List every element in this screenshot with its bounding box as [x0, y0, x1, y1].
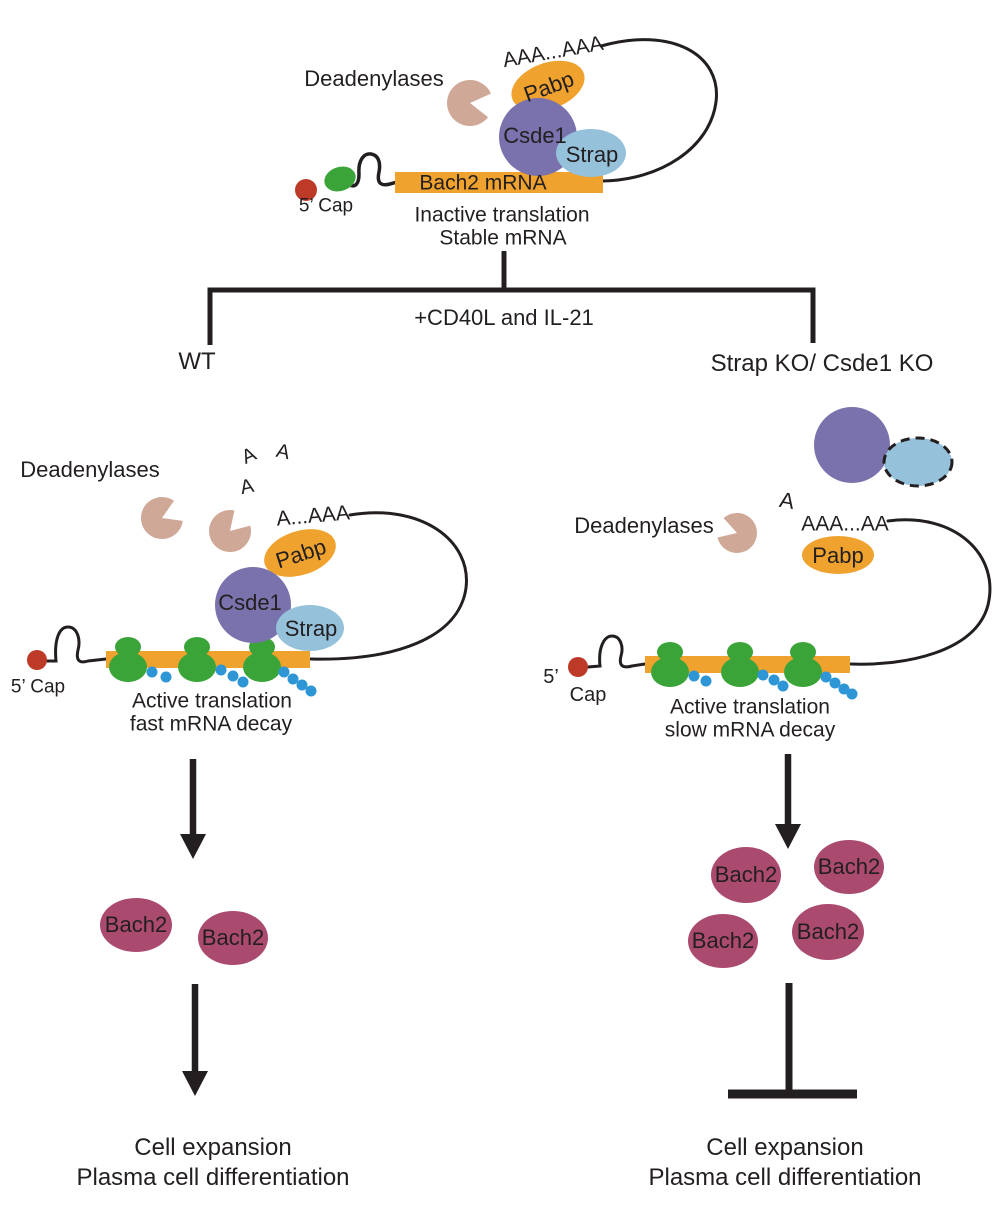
hairpin-loop-icon-ko: [586, 634, 647, 669]
inhibition-tbar: [728, 983, 857, 1099]
down-arrow-wt-2: [182, 984, 208, 1096]
bach2-protein-shape: [100, 898, 172, 952]
down-arrow-wt-1: [180, 759, 206, 859]
five-prime-cap-label-wt: 5’ Cap: [10, 676, 66, 698]
deadenylases-label-wt: Deadenylases: [20, 457, 160, 482]
pabp-shape-top: [511, 60, 585, 112]
bach2-protein-label: Bach2: [691, 928, 755, 953]
stimulus-label: +CD40L and IL-21: [414, 305, 594, 330]
csde1-ko-free-shape: [814, 407, 890, 483]
csde1-shape-wt: [215, 567, 291, 643]
five-prime-cap-icon-ko: [568, 657, 588, 677]
strap-label-top: Strap: [565, 142, 619, 167]
top-caption-line2: Stable mRNA: [439, 226, 567, 250]
branch-connector-lines: [207, 251, 816, 345]
bach2-protein-shape: [688, 914, 758, 968]
pabp-label-ko: Pabp: [812, 543, 864, 568]
pabp-shape-wt: [264, 529, 336, 577]
bach2-protein-shape: [198, 911, 268, 965]
bach2-protein-label: Bach2: [796, 919, 860, 944]
cap-binding-protein-icon: [324, 166, 356, 192]
bach2-protein-shape: [711, 847, 781, 903]
bach2-protein-label: Bach2: [714, 862, 778, 887]
hairpin-loop-icon: [345, 152, 399, 188]
ko-caption-line1: Active translation: [670, 695, 830, 719]
top-caption-line1: Inactive translation: [414, 203, 590, 227]
five-prime-cap-icon: [295, 179, 317, 201]
deadenylase-pacman-icon-wt-2: [209, 510, 252, 553]
ko-outcome-line1: Cell expansion: [706, 1134, 864, 1161]
bach2-protein-label: Bach2: [201, 925, 265, 950]
wt-outcome-line1: Cell expansion: [134, 1134, 292, 1161]
deadenylase-pacman-icon-wt-1: [140, 497, 183, 540]
pabp-shape-ko: [802, 536, 874, 574]
bach2-protein-shape: [792, 904, 864, 960]
wt-caption-line1: Active translation: [132, 689, 292, 713]
ko-branch-label: Strap KO/ Csde1 KO: [710, 350, 934, 377]
wt-branch-label: WT: [178, 348, 216, 375]
mrna-3utr-loop-ko: [849, 518, 992, 666]
five-prime-label-ko: 5’: [543, 666, 559, 688]
ko-caption-line2: slow mRNA decay: [664, 718, 836, 742]
csde1-label-wt: Csde1: [218, 590, 282, 615]
nascent-peptide-dots-ko: [688, 669, 858, 700]
deadenylases-label-top: Deadenylases: [304, 66, 444, 91]
deadenylase-pacman-icon-ko: [717, 512, 757, 553]
hairpin-loop-icon-wt: [45, 625, 108, 664]
deadenylase-pacman-icon: [447, 79, 491, 126]
down-arrow-ko: [775, 754, 801, 849]
bach2-protein-shape: [814, 840, 884, 894]
five-prime-cap-label-top: 5’ Cap: [298, 195, 354, 217]
mrna-3utr-loop-top: [599, 38, 718, 183]
cap-word-label-ko: Cap: [569, 684, 607, 706]
deadenylases-label-ko: Deadenylases: [574, 513, 714, 538]
strap-ko-dashed-shape: [882, 436, 954, 488]
wt-outcome-line2: Plasma cell differentiation: [76, 1164, 350, 1191]
ribosome-icon: [109, 637, 281, 682]
ribosome-icon: [651, 642, 822, 687]
nascent-peptide-dots-wt: [146, 664, 317, 697]
bach2-mrna-label-top: Bach2 mRNA: [419, 171, 547, 195]
bach2-protein-label: Bach2: [104, 912, 168, 937]
mrna-3utr-loop-wt: [309, 511, 468, 661]
bach2-mrna-bar-top: [395, 172, 603, 193]
bach2-protein-label: Bach2: [817, 854, 881, 879]
ko-outcome-line2: Plasma cell differentiation: [648, 1164, 922, 1191]
polya-tail-label-ko: AAA...AA: [801, 512, 889, 536]
strap-label-wt: Strap: [284, 616, 338, 641]
wt-caption-line2: fast mRNA decay: [129, 712, 293, 736]
five-prime-cap-icon-wt: [27, 650, 47, 670]
strap-shape-wt: [276, 605, 344, 651]
strap-shape-top: [556, 129, 626, 177]
csde1-label-top: Csde1: [503, 123, 567, 148]
